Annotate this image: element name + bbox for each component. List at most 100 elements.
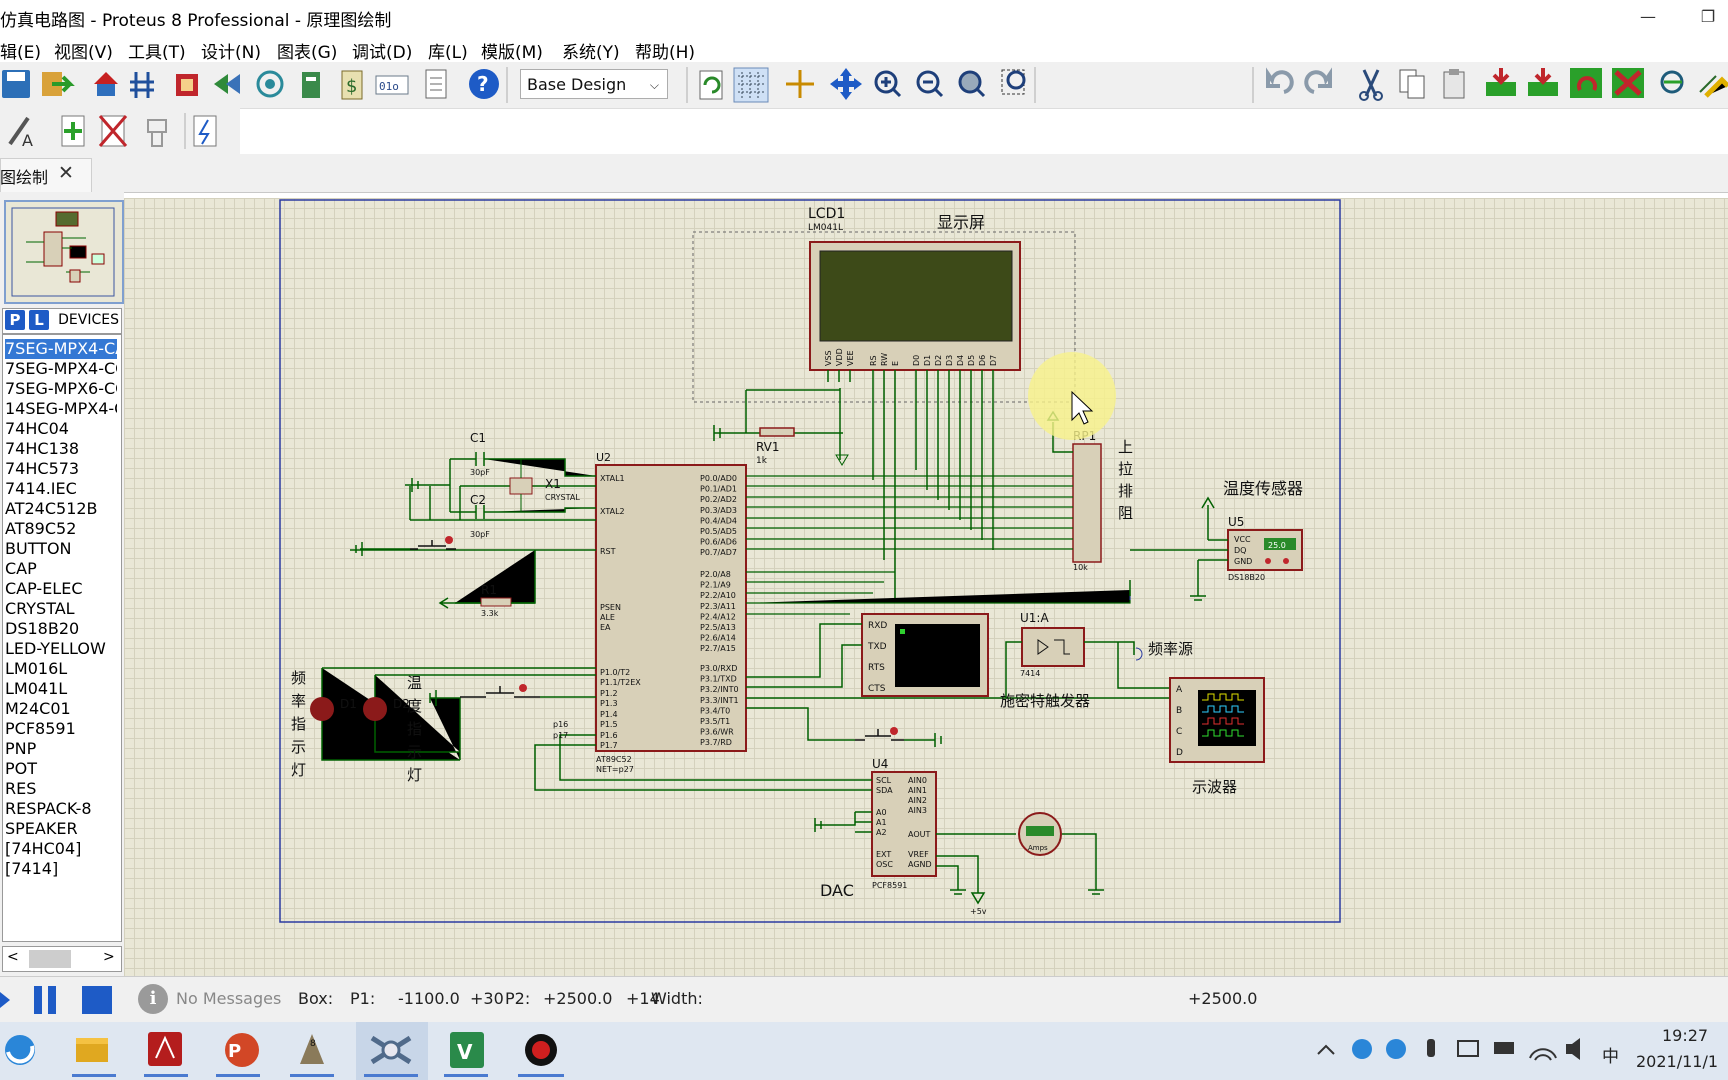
battery-icon[interactable] <box>1494 1042 1514 1054</box>
visio-icon[interactable]: V <box>444 1032 488 1077</box>
oscilloscope[interactable] <box>1169 677 1265 763</box>
u4-pcf8591[interactable] <box>871 771 937 877</box>
wifi-icon[interactable] <box>1529 1048 1557 1061</box>
tray-app-icon[interactable] <box>1352 1039 1372 1059</box>
device-list-item[interactable]: POT <box>5 759 38 778</box>
display-icon[interactable] <box>1457 1040 1479 1057</box>
messages-status[interactable]: No Messages <box>176 989 282 1008</box>
u2-microcontroller[interactable] <box>595 464 747 752</box>
info-icon[interactable]: i <box>138 984 168 1014</box>
menu-help[interactable]: 帮助(H) <box>635 43 696 63</box>
origin-icon[interactable] <box>786 70 814 98</box>
zoom-all-icon[interactable] <box>958 70 986 98</box>
menu-view[interactable]: 视图(V) <box>54 43 113 63</box>
scroll-right-icon[interactable]: > <box>103 949 115 965</box>
c1-capacitor[interactable] <box>450 452 596 477</box>
device-list-item[interactable]: 7SEG-MPX4-CA <box>5 339 117 359</box>
browser-icon[interactable] <box>5 1035 35 1065</box>
device-list-item[interactable]: [74HC04] <box>5 839 82 858</box>
p12-button[interactable] <box>460 684 540 698</box>
grid-icon[interactable] <box>733 67 769 103</box>
clock-date[interactable]: 2021/11/1 <box>1636 1052 1719 1071</box>
menu-template[interactable]: 模版(M) <box>481 43 543 63</box>
report-icon[interactable] <box>425 69 447 99</box>
tray-app2-icon[interactable] <box>1386 1039 1406 1059</box>
menu-design[interactable]: 设计(N) <box>201 43 261 63</box>
pause-icon[interactable] <box>34 986 56 1014</box>
menu-graph[interactable]: 图表(G) <box>277 43 338 63</box>
device-list-item[interactable]: PNP <box>5 739 37 758</box>
property-assign-icon[interactable]: A <box>8 116 33 150</box>
device-list-item[interactable]: CAP-ELEC <box>5 579 83 598</box>
cut-icon[interactable] <box>1359 69 1383 101</box>
stop-icon[interactable] <box>82 986 112 1014</box>
device-list-item[interactable]: CRYSTAL <box>5 599 75 618</box>
device-list-item[interactable]: AT24C512B <box>5 499 98 518</box>
freq-source-generator[interactable] <box>1135 647 1143 661</box>
scroll-left-icon[interactable]: < <box>7 949 19 965</box>
record-icon[interactable] <box>518 1034 564 1077</box>
device-list-item[interactable]: 14SEG-MPX4-CC <box>5 399 117 418</box>
home-icon[interactable] <box>94 72 118 96</box>
device-list-item[interactable]: AT89C52 <box>5 519 77 538</box>
chip-icon[interactable] <box>176 74 198 96</box>
volume-icon[interactable] <box>1566 1038 1580 1060</box>
paste-icon[interactable] <box>1443 69 1465 99</box>
lcd-display[interactable] <box>809 241 1021 371</box>
acrobat-icon[interactable] <box>144 1032 188 1077</box>
tab-schematic[interactable] <box>0 158 92 193</box>
restore-button[interactable]: ❐ <box>1700 7 1716 26</box>
ime-indicator[interactable]: 中 <box>1602 1047 1619 1067</box>
pcb-icon[interactable] <box>214 74 240 94</box>
device-list-item[interactable]: 74HC04 <box>5 419 69 438</box>
device-list-item[interactable]: M24C01 <box>5 699 71 718</box>
virtual-terminal[interactable] <box>861 613 989 697</box>
library-manager-button[interactable]: L <box>29 310 49 330</box>
bom-icon[interactable]: $ <box>341 70 363 100</box>
device-list-item[interactable]: 7SEG-MPX6-CC <box>5 379 117 398</box>
device-list-item[interactable]: [7414] <box>5 859 59 878</box>
new-sheet-icon[interactable] <box>61 115 85 147</box>
redo-icon[interactable] <box>1304 67 1332 94</box>
d1-led[interactable] <box>310 697 334 721</box>
proteus-ares-icon[interactable]: 8 <box>290 1034 334 1077</box>
device-list-item[interactable]: DS18B20 <box>5 619 80 638</box>
device-list-item[interactable]: BUTTON <box>5 539 72 558</box>
device-list-item[interactable]: RES <box>5 779 37 798</box>
block-copy-icon[interactable] <box>1486 68 1516 96</box>
device-list-item[interactable]: LM041L <box>5 679 68 698</box>
pick-icon[interactable] <box>1660 70 1684 94</box>
copy-icon[interactable] <box>1399 69 1425 99</box>
undo-icon[interactable] <box>1266 67 1294 94</box>
menu-system[interactable]: 系统(Y) <box>562 43 620 63</box>
file-explorer-icon[interactable] <box>72 1038 116 1077</box>
d2-led[interactable] <box>363 697 387 721</box>
block-delete-icon[interactable] <box>1612 68 1644 98</box>
rp1-resistor-pack[interactable] <box>1072 443 1102 563</box>
zoom-area-icon[interactable] <box>1001 69 1026 95</box>
refresh-icon[interactable] <box>699 70 723 100</box>
menu-library[interactable]: 库(L) <box>428 43 468 63</box>
vsm-studio-icon[interactable]: 01o <box>375 75 409 95</box>
open-icon[interactable] <box>42 72 75 96</box>
minimize-button[interactable]: — <box>1640 7 1656 26</box>
reset-button[interactable] <box>410 536 456 550</box>
proteus-isis-icon[interactable] <box>356 1022 428 1080</box>
device-list-scrollbar[interactable]: < > <box>2 946 122 972</box>
device-list-item[interactable]: 7414.IEC <box>5 479 77 498</box>
x1-crystal[interactable] <box>509 459 533 512</box>
device-list-item[interactable]: CAP <box>5 559 37 578</box>
device-list-item[interactable]: 7SEG-MPX4-CC <box>5 359 117 378</box>
save-icon[interactable] <box>2 70 30 98</box>
tag-icon[interactable] <box>1699 75 1728 98</box>
u5-ds18b20[interactable] <box>1227 529 1303 571</box>
clock-time[interactable]: 19:27 <box>1662 1026 1709 1045</box>
device-list-item[interactable]: 74HC573 <box>5 459 80 478</box>
pan-icon[interactable] <box>830 68 862 100</box>
3d-view-icon[interactable] <box>256 70 284 98</box>
zoom-out-icon[interactable] <box>916 70 944 98</box>
device-list-item[interactable]: RESPACK-8 <box>5 799 92 818</box>
powerpoint-icon[interactable]: P <box>216 1033 260 1077</box>
gerber-icon[interactable] <box>302 72 320 98</box>
